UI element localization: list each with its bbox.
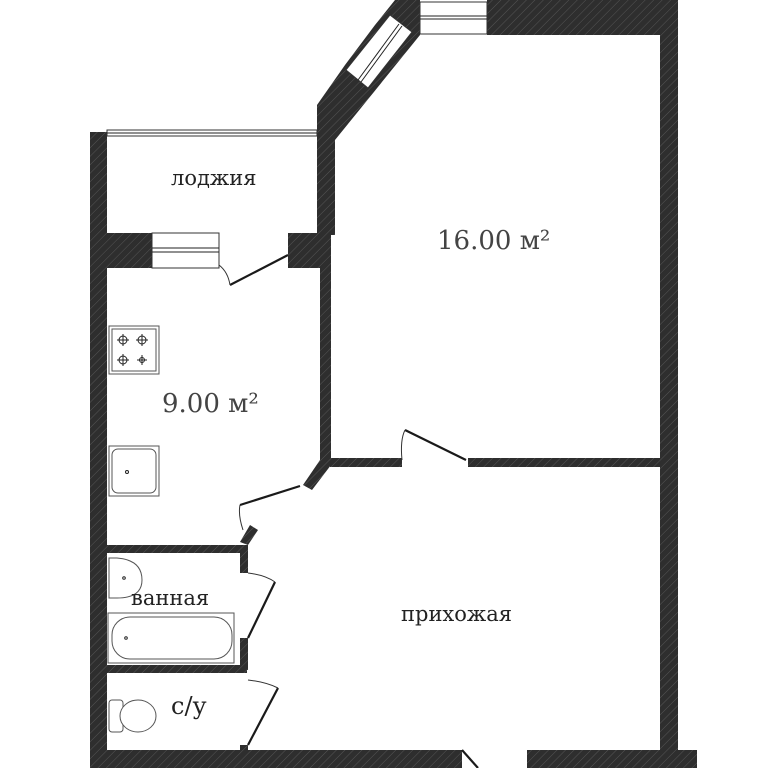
windows (106, 1, 488, 269)
room-label-loggia: лоджия (171, 166, 257, 190)
room-label-toilet: с/у (171, 692, 207, 720)
bathtub-icon (107, 612, 235, 664)
doors (218, 254, 479, 768)
washbasin-icon (108, 557, 143, 599)
sink-icon (108, 445, 160, 497)
room-label-bathroom: ванная (131, 586, 210, 610)
area-label-living-room: 16.00 м² (437, 226, 551, 256)
stove-icon (108, 325, 160, 375)
area-label-kitchen: 9.00 м² (162, 389, 259, 419)
room-label-hallway: прихожая (401, 602, 513, 626)
toilet-icon (108, 699, 157, 733)
